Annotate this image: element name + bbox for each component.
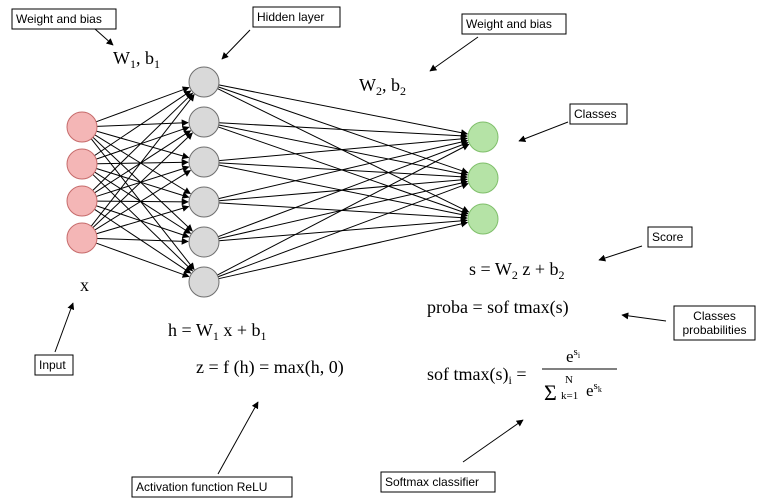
hidden-node-3 bbox=[188, 146, 220, 178]
label-activation-text: Activation function ReLU bbox=[136, 480, 267, 494]
label-hidden-layer: Hidden layer bbox=[252, 6, 341, 28]
input-node-3 bbox=[66, 185, 98, 217]
arrow-activation bbox=[217, 401, 259, 475]
label-classes-probabilities-line2: probabilities bbox=[682, 323, 746, 337]
edge-input-3-to-hidden-3 bbox=[96, 165, 190, 197]
edge-input-3-to-hidden-1 bbox=[92, 92, 194, 191]
edge-input-1-to-hidden-2 bbox=[96, 119, 189, 127]
math-w2-b2: W2, b2 bbox=[359, 75, 406, 98]
arrow-input bbox=[54, 302, 75, 353]
edge-input-1-to-hidden-6 bbox=[90, 138, 195, 270]
softmax-sum-lower: k=1 bbox=[561, 390, 578, 402]
label-classes: Classes bbox=[569, 103, 628, 125]
math-softmax-equation: sof tmax(s)i = esi Σ N k=1 esk bbox=[427, 346, 617, 405]
edge-input-2-to-hidden-3 bbox=[96, 158, 189, 166]
math-w1-b1: W1, b1 bbox=[113, 48, 160, 71]
arrow-weight-bias-1 bbox=[94, 28, 114, 46]
arrow-classes-probabilities bbox=[621, 312, 667, 322]
callout-arrows bbox=[54, 28, 667, 475]
network-nodes bbox=[66, 66, 499, 298]
softmax-denominator-exp: esk bbox=[586, 380, 602, 400]
edge-input-1-to-hidden-1 bbox=[95, 86, 190, 123]
input-node-2 bbox=[66, 148, 98, 180]
label-activation: Activation function ReLU bbox=[131, 476, 293, 498]
edge-hidden-4-to-output-1 bbox=[218, 138, 469, 200]
connection-edges bbox=[90, 84, 470, 280]
edge-input-2-to-hidden-4 bbox=[96, 167, 190, 199]
hidden-node-6 bbox=[188, 266, 220, 298]
edge-hidden-6-to-output-3 bbox=[218, 220, 469, 280]
softmax-numerator: esi bbox=[566, 346, 581, 366]
hidden-node-5 bbox=[188, 226, 220, 258]
label-softmax-text: Softmax classifier bbox=[385, 475, 479, 489]
edge-input-4-to-hidden-2 bbox=[92, 132, 193, 229]
edge-input-3-to-hidden-2 bbox=[94, 130, 192, 194]
hidden-node-4 bbox=[188, 186, 220, 218]
edge-input-2-to-hidden-2 bbox=[96, 125, 190, 160]
math-score-equation: s = W2 z + b2 bbox=[469, 259, 564, 282]
label-score: Score bbox=[647, 226, 693, 248]
arrow-weight-bias-2 bbox=[429, 36, 479, 72]
label-weight-bias-2: Weight and bias bbox=[461, 13, 567, 35]
edge-input-2-to-hidden-1 bbox=[94, 90, 192, 157]
arrow-hidden-layer bbox=[221, 29, 251, 60]
arrow-classes bbox=[518, 121, 569, 142]
label-softmax: Softmax classifier bbox=[380, 471, 496, 493]
edge-input-3-to-hidden-4 bbox=[96, 198, 189, 206]
edge-hidden-6-to-output-1 bbox=[217, 143, 470, 276]
label-weight-bias-1-text: Weight and bias bbox=[16, 12, 102, 26]
edge-hidden-2-to-output-1 bbox=[218, 122, 468, 140]
label-weight-bias-1: Weight and bias bbox=[11, 8, 117, 30]
arrow-softmax bbox=[462, 419, 524, 463]
label-classes-probabilities: Classes probabilities bbox=[673, 305, 756, 341]
arrow-score bbox=[598, 245, 643, 262]
input-node-1 bbox=[66, 111, 98, 143]
hidden-node-1 bbox=[188, 66, 220, 98]
label-classes-probabilities-line1: Classes bbox=[693, 309, 736, 323]
math-h-equation: h = W1 x + b1 bbox=[168, 320, 266, 343]
edge-hidden-5-to-output-1 bbox=[217, 141, 469, 238]
output-node-2 bbox=[467, 162, 499, 194]
edge-input-4-to-hidden-4 bbox=[96, 204, 190, 235]
edge-input-4-to-hidden-1 bbox=[90, 94, 195, 227]
edge-hidden-6-to-output-2 bbox=[217, 182, 469, 278]
edge-input-2-to-hidden-6 bbox=[92, 174, 194, 272]
label-input: Input bbox=[34, 354, 74, 376]
label-weight-bias-2-text: Weight and bias bbox=[466, 17, 552, 31]
output-node-3 bbox=[467, 203, 499, 235]
label-score-text: Score bbox=[652, 230, 684, 244]
edge-input-1-to-hidden-5 bbox=[92, 136, 193, 232]
edge-input-3-to-hidden-5 bbox=[96, 205, 190, 239]
input-node-4 bbox=[66, 222, 98, 254]
edge-input-4-to-hidden-3 bbox=[94, 170, 192, 231]
label-hidden-layer-text: Hidden layer bbox=[257, 10, 324, 24]
label-input-text: Input bbox=[39, 358, 66, 372]
math-input-x: x bbox=[80, 275, 89, 295]
label-classes-text: Classes bbox=[574, 107, 617, 121]
edge-input-4-to-hidden-6 bbox=[95, 242, 190, 278]
hidden-node-2 bbox=[188, 106, 220, 138]
edge-input-1-to-hidden-3 bbox=[96, 130, 190, 160]
softmax-sigma: Σ bbox=[544, 380, 557, 405]
math-z-equation: z = f (h) = max(h, 0) bbox=[196, 357, 344, 378]
softmax-lhs: sof tmax(s)i = bbox=[427, 364, 526, 387]
edge-hidden-3-to-output-1 bbox=[218, 135, 468, 162]
math-proba-equation: proba = sof tmax(s) bbox=[427, 297, 569, 318]
softmax-sum-upper: N bbox=[565, 374, 573, 386]
edge-hidden-1-to-output-1 bbox=[218, 84, 468, 137]
edge-input-4-to-hidden-5 bbox=[96, 237, 189, 245]
output-node-1 bbox=[467, 121, 499, 153]
